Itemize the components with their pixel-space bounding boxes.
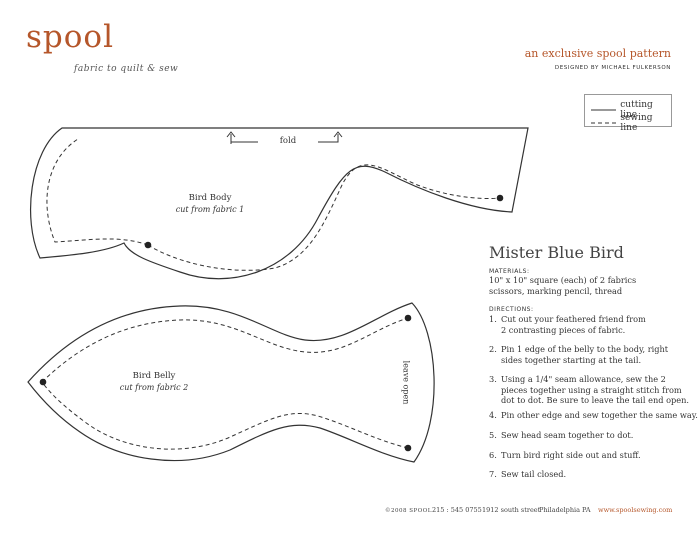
legend-cutting-label: cutting line (620, 100, 653, 120)
bird-belly-sew-line (41, 317, 409, 450)
legend-sewing-label: sewing line (620, 113, 653, 133)
step-number: 6. (489, 450, 497, 460)
solid-line-icon (591, 109, 617, 111)
bird-body-instruction: cut from fabric 1 (175, 205, 245, 214)
step-text: Pin other edge and sew together the same… (501, 410, 698, 420)
bird-belly-instruction: cut from fabric 2 (119, 383, 189, 392)
footer-address: 1912 south street (482, 506, 541, 514)
step-text: Cut out your feathered friend from 2 con… (501, 314, 646, 335)
bird-belly-dot-top (404, 314, 412, 322)
materials-line-2: scissors, marking pencil, thread (489, 286, 623, 296)
bird-body-name: Bird Body (188, 193, 232, 203)
bird-body-cut-line (30, 127, 529, 280)
direction-step-6: 6. Turn bird right side out and stuff. (489, 450, 699, 461)
fold-label: fold (279, 136, 297, 146)
logo-tagline: fabric to quilt & sew (74, 64, 179, 74)
footer-phone: 215 : 545 0755 (432, 506, 482, 514)
materials-heading: MATERIALS: (489, 268, 530, 275)
step-text: Sew tail closed. (501, 469, 567, 479)
step-number: 2. (489, 344, 497, 354)
direction-step-1: 1. Cut out your feathered friend from 2 … (489, 314, 649, 335)
direction-step-3: 3. Using a 1/4" seam allowance, sew the … (489, 374, 689, 406)
step-number: 4. (489, 410, 497, 420)
materials-line-1: 10" x 10" square (each) of 2 fabrics (489, 275, 637, 285)
bird-belly-cut-line (27, 302, 435, 463)
bird-belly-name: Bird Belly (132, 371, 176, 381)
bird-belly-dot-tail (39, 378, 47, 386)
directions-heading: DIRECTIONS: (489, 306, 534, 313)
footer-website-link[interactable]: www.spoolsewing.com (598, 506, 673, 514)
step-text: Turn bird right side out and stuff. (501, 450, 641, 460)
step-number: 5. (489, 430, 497, 440)
direction-step-5: 5. Sew head seam together to dot. (489, 430, 699, 441)
step-number: 1. (489, 314, 497, 324)
step-number: 7. (489, 469, 497, 479)
bird-body-sew-line (147, 164, 501, 271)
dashed-line-icon (591, 122, 617, 124)
pattern-title: Mister Blue Bird (489, 243, 624, 262)
step-number: 3. (489, 374, 497, 384)
pattern-subtitle: an exclusive spool pattern (524, 47, 671, 60)
direction-step-4: 4. Pin other edge and sew together the s… (489, 410, 699, 421)
step-text: Sew head seam together to dot. (501, 430, 634, 440)
legend-sewing-row: sewing line (591, 113, 671, 133)
bird-belly-dot-bottom (404, 444, 412, 452)
footer-copyright: ©2008 SPOOL (385, 508, 432, 514)
line-legend: cutting line sewing line (584, 94, 672, 133)
spool-logo: spool (26, 19, 114, 55)
bird-body-dot-tail (144, 241, 152, 249)
legend-cutting-row: cutting line (591, 100, 671, 120)
step-text: Using a 1/4" seam allowance, sew the 2 p… (501, 374, 689, 405)
bird-body-dot-head (496, 194, 504, 202)
footer-city: Philadelphia PA (539, 506, 591, 514)
leave-open-label: leave open (401, 360, 411, 405)
direction-step-7: 7. Sew tail closed. (489, 469, 699, 480)
step-text: Pin 1 edge of the belly to the body, rig… (501, 344, 669, 365)
direction-step-2: 2. Pin 1 edge of the belly to the body, … (489, 344, 674, 365)
fold-arrow (226, 131, 343, 144)
bird-body-sew-line-back (46, 138, 149, 246)
designer-credit: DESIGNED BY MICHAEL FULKERSON (554, 65, 671, 71)
